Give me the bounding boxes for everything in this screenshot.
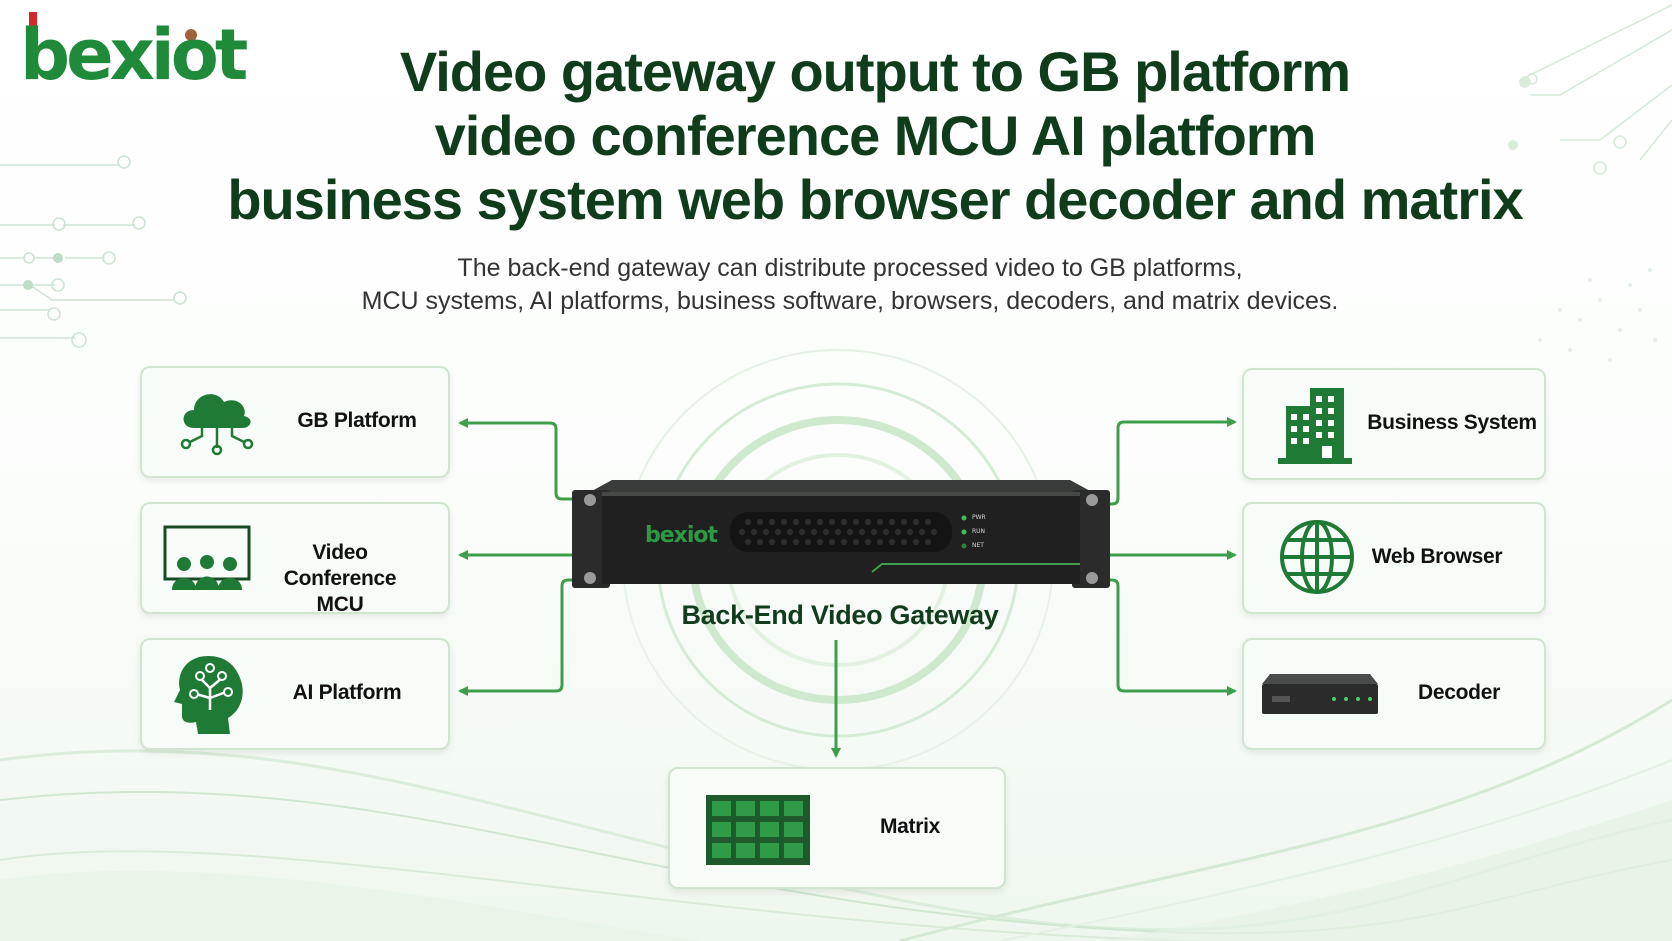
globe-icon [1280,520,1354,594]
decoder-box-icon [1262,674,1378,714]
card-label-line-2: MCU [316,593,364,616]
card-label-business-system: Business System [1367,411,1537,434]
card-matrix: Matrix [668,767,1006,889]
office-building-icon [1278,388,1352,464]
card-web-browser: Web Browser [1242,502,1546,614]
led-label-pwr: PWR [972,514,986,521]
gateway-device-image [572,480,1110,588]
page-title: Video gateway output to GB platform vide… [210,40,1540,232]
card-gb-platform: GB Platform [140,366,450,478]
card-label-gb-platform: GB Platform [297,409,417,432]
card-label-ai-platform: AI Platform [292,681,402,704]
card-business-system: Business System [1242,368,1546,480]
connector-business-system [1098,417,1237,506]
subtitle-line-1: The back-end gateway can distribute proc… [457,254,1243,282]
connector-decoder [1098,578,1237,696]
card-video-conference-mcu: Video Conference MCU [140,502,450,616]
logo-flag-mark [29,12,37,34]
conference-screen-icon [163,525,251,590]
card-label-matrix: Matrix [879,815,941,838]
logo-dot-mark [185,29,197,41]
video-wall-grid-icon [706,795,810,865]
card-label-line-1: Video Conference [283,541,397,590]
logo-text: bexiot [20,14,248,96]
subtitle-line-2: MCU systems, AI platforms, business soft… [361,287,1339,315]
device-logo: bexiot [645,523,718,548]
card-ai-platform: AI Platform [140,638,450,750]
ai-head-icon [174,656,243,734]
card-label-web-browser: Web Browser [1371,545,1503,568]
led-label-run: RUN [972,528,986,535]
cloud-network-icon [180,394,254,456]
gateway-label: Back-End Video Gateway [681,600,999,630]
title-line-3: business system web browser decoder and … [227,168,1523,231]
title-line-2: video conference MCU AI platform [434,104,1317,167]
subtitle: The back-end gateway can distribute proc… [250,252,1450,318]
connector-gb-platform [458,418,582,501]
title-line-1: Video gateway output to GB platform [399,40,1351,103]
led-label-net: NET [972,542,984,549]
connector-ai-platform [458,578,582,696]
card-label-video-conference: Video Conference MCU [260,540,420,618]
company-logo: bexiot [20,10,260,92]
card-decoder: Decoder [1242,638,1546,750]
card-label-decoder: Decoder [1418,681,1500,704]
